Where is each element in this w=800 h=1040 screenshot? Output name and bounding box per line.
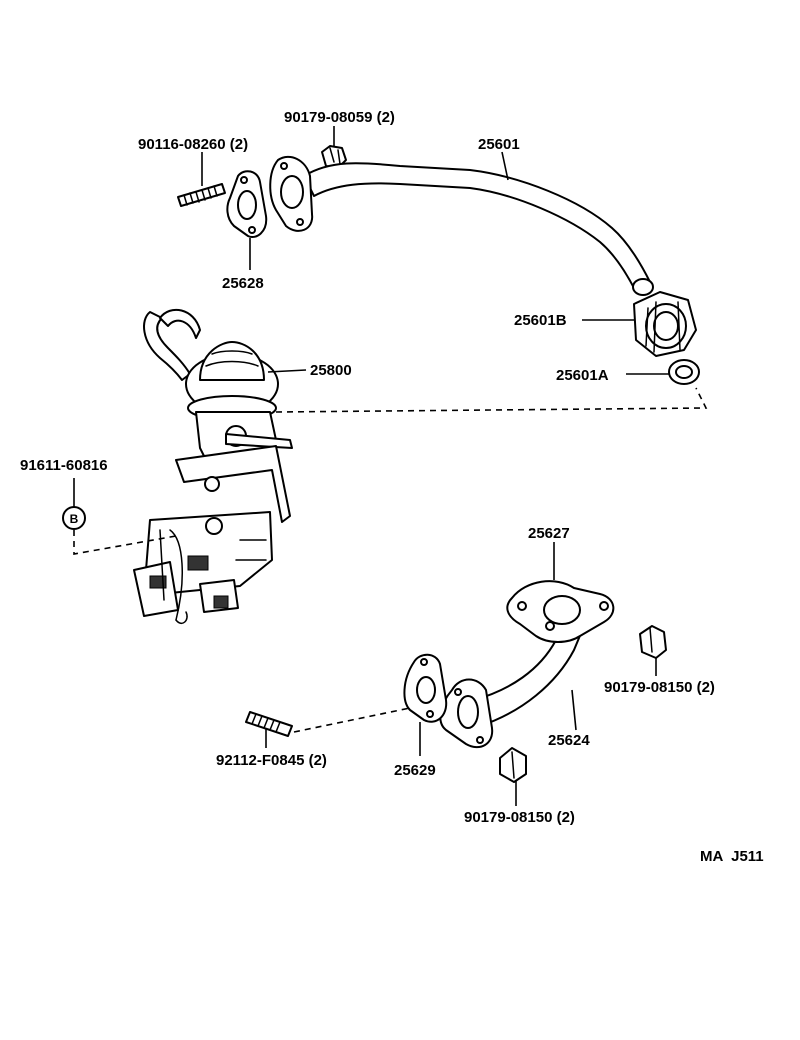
part-labels: 90116-08260 (2) 90179-08059 (2) 25601 25… <box>20 109 764 865</box>
label-25601: 25601 <box>478 136 520 153</box>
nut-90179-08150-right <box>639 625 667 659</box>
leader-lines <box>73 126 669 806</box>
label-90179-08150-right: 90179-08150 (2) <box>604 679 715 696</box>
label-25624: 25624 <box>548 732 590 749</box>
dashed-connection-lines <box>73 387 708 733</box>
marker-b-letter: B <box>70 512 79 526</box>
egr-pipe-25601 <box>269 155 654 296</box>
label-25627: 25627 <box>528 525 570 542</box>
label-92112-F0845: 92112-F0845 (2) <box>216 752 327 769</box>
label-25601B: 25601B <box>514 312 567 329</box>
stud-bolt-90116-08260 <box>177 183 226 207</box>
label-25601A: 25601A <box>556 367 609 384</box>
label-25628: 25628 <box>222 275 264 292</box>
diagram-code: MA J511 <box>700 848 764 865</box>
gasket-25628 <box>226 170 268 238</box>
label-90179-08150-bottom: 90179-08150 (2) <box>464 809 575 826</box>
ring-25601A <box>668 359 700 385</box>
nut-90179-08150-bottom <box>499 747 527 783</box>
egr-pipe-25624 <box>439 580 615 749</box>
gasket-25629 <box>403 653 448 723</box>
stud-92112-F0845 <box>245 711 293 737</box>
label-25629: 25629 <box>394 762 436 779</box>
egr-valve-25800 <box>133 309 293 624</box>
union-nut-25601B <box>633 291 697 357</box>
label-25800: 25800 <box>310 362 352 379</box>
label-90179-08059: 90179-08059 (2) <box>284 109 395 126</box>
label-90116-08260: 90116-08260 (2) <box>138 136 248 153</box>
label-91611-60816: 91611-60816 <box>20 457 108 474</box>
